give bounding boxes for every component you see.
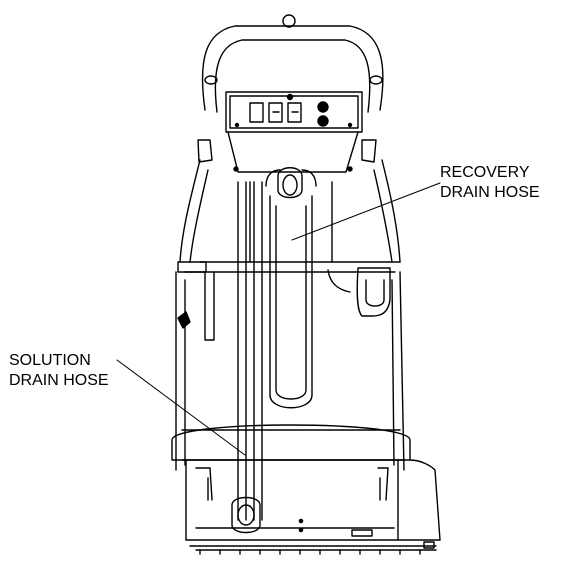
recovery-label-line2: DRAIN HOSE (440, 184, 540, 201)
recovery-label-line1: RECOVERY (440, 164, 530, 181)
recovery-hose (265, 167, 317, 409)
solution-drain-hose-label: SOLUTION DRAIN HOSE (9, 351, 109, 391)
control-panel (225, 91, 363, 173)
upper-body (179, 159, 401, 263)
base (181, 459, 441, 555)
solution-hose-fitting (231, 496, 261, 534)
solution-label-line2: DRAIN HOSE (9, 372, 109, 389)
solution-leader-line (116, 359, 246, 456)
handle (201, 14, 384, 113)
solution-label-line1: SOLUTION (9, 352, 91, 369)
recovery-leader-line (291, 182, 441, 241)
lower-bumper (171, 424, 411, 461)
side-hose (237, 181, 263, 521)
recovery-drain-hose-label: RECOVERY DRAIN HOSE (440, 163, 540, 203)
tank (175, 261, 405, 471)
